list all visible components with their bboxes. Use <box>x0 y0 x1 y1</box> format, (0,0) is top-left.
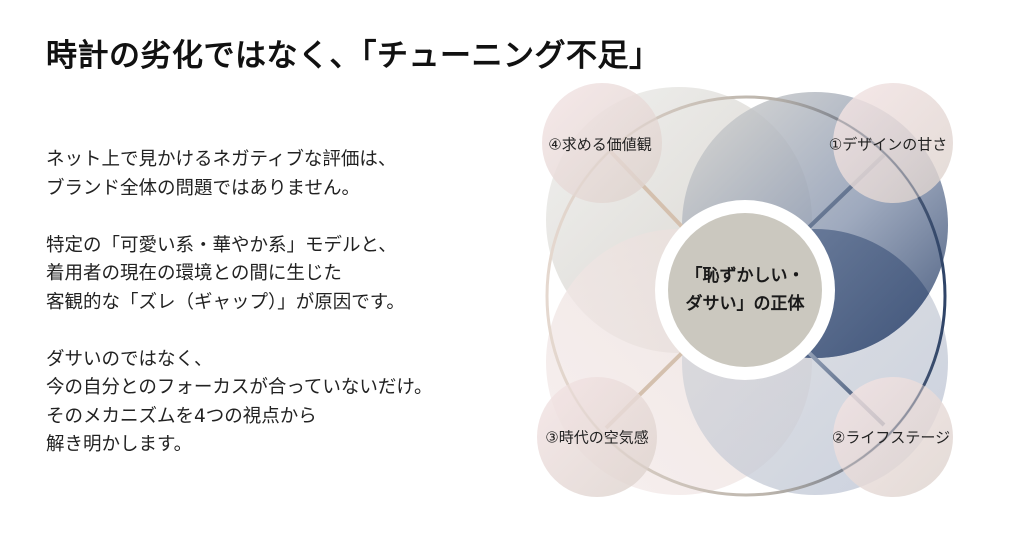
text-line: 今の自分とのフォーカスが合っていないだけ。 <box>46 377 433 398</box>
text-line: ブランド全体の問題ではありません。 <box>46 177 360 199</box>
text-line: そのメカニズムを4つの視点から <box>46 405 317 427</box>
text-line: 客観的な「ズレ（ギャップ）」が原因です。 <box>46 291 405 313</box>
page-title: 時計の劣化ではなく、「チューニング不足」 <box>46 38 661 74</box>
text-line: ダサいのではなく、 <box>46 348 213 370</box>
text-line: 着用者の現在の環境との間に生じた <box>46 263 342 284</box>
paragraph-2: 特定の「可愛い系・華やか系」モデルと、 着用者の現在の環境との間に生じた 客観的… <box>46 232 506 318</box>
connector-line-2 <box>801 345 886 427</box>
text-line: ネット上で見かけるネガティブな評価は、 <box>46 149 397 170</box>
connector-line-4 <box>609 150 690 235</box>
center-label-line-1: 「恥ずかしい・ <box>685 266 805 286</box>
factor-label-lifestage: ②ライフステージ <box>831 428 951 447</box>
paragraph-1: ネット上で見かけるネガティブな評価は、 ブランド全体の問題ではありません。 <box>46 146 506 203</box>
text-line: 解き明かします。 <box>46 434 193 455</box>
factor-label-values: ④求める価値観 <box>548 135 652 154</box>
connector-line-3 <box>604 345 690 430</box>
text-line: 特定の「可愛い系・華やか系」モデルと、 <box>46 234 397 256</box>
paragraph-3: ダサいのではなく、 今の自分とのフォーカスが合っていないだけ。 そのメカニズムを… <box>46 346 506 460</box>
center-label-line-2: ダサい」の正体 <box>685 294 805 314</box>
factor-label-era: ③時代の空気感 <box>545 428 649 447</box>
factor-label-design: ①デザインの甘さ <box>828 135 948 154</box>
center-label: 「恥ずかしい・ ダサい」の正体 <box>686 262 805 318</box>
connector-line-1 <box>801 153 886 235</box>
petal-top-right <box>682 92 948 358</box>
description-text: ネット上で見かけるネガティブな評価は、 ブランド全体の問題ではありません。 特定… <box>46 146 506 488</box>
